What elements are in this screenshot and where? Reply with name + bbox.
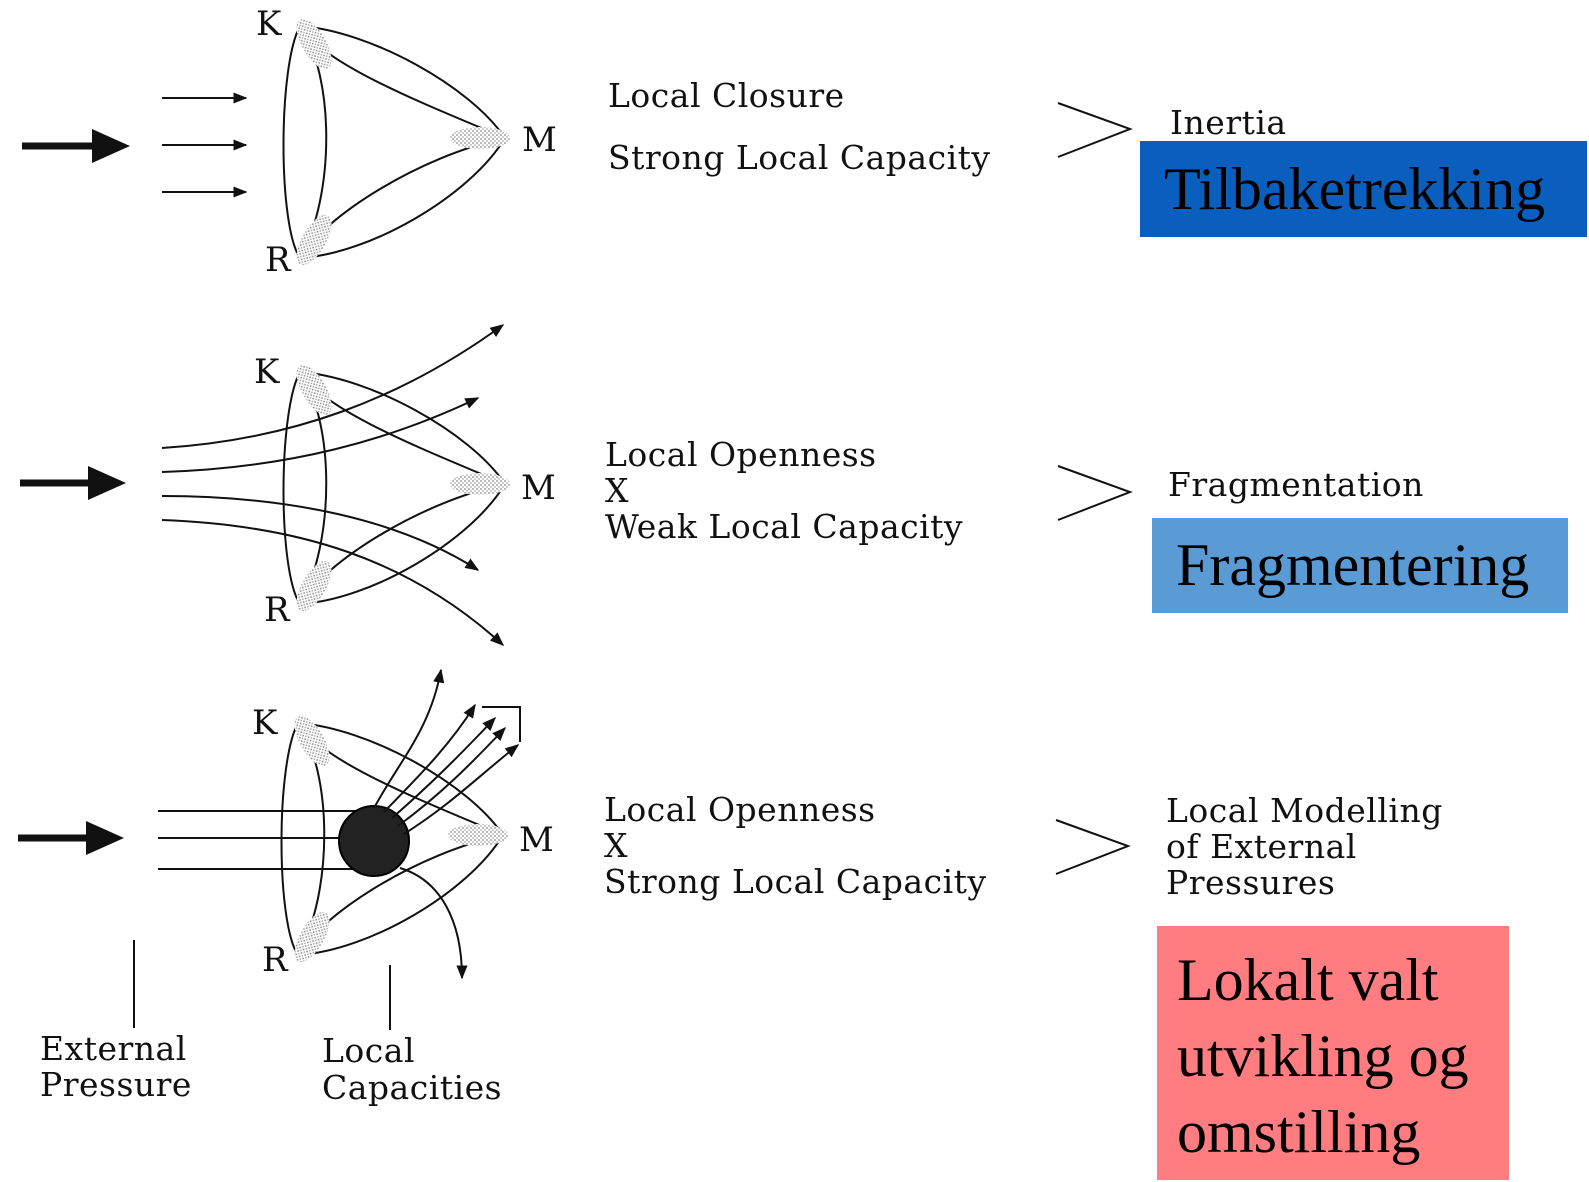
row1-outcome: Inertia (1170, 103, 1287, 142)
row3-node-r: R (262, 940, 288, 980)
external-pressure-label-line1: External (40, 1029, 187, 1068)
row1-node-r: R (265, 240, 291, 280)
row2-node-r: R (264, 590, 290, 630)
row3-implies-sign (1055, 819, 1131, 875)
local-capacities-label-line2: Capacities (322, 1068, 503, 1107)
row1-norwegian-box: Tilbaketrekking (1140, 141, 1587, 237)
row2-condition-line1: Local Openness (605, 435, 877, 474)
row3-node-k: K (252, 703, 278, 743)
row3-outcome-line2: of External (1166, 827, 1357, 866)
row3-condition-line1: Local Openness (604, 790, 876, 829)
row3-outcome-line1: Local Modelling (1166, 791, 1443, 830)
row3-pressure-arrows (18, 810, 360, 870)
row2-node-k: K (254, 352, 280, 392)
row1-pressure-arrows (22, 92, 248, 198)
row2-condition-line2: X (605, 471, 629, 510)
row2-condition-line3: Weak Local Capacity (605, 507, 964, 546)
row3-local-capacity-core (338, 668, 521, 980)
row1-triad (282, 12, 511, 272)
row3-outcome-line3: Pressures (1166, 863, 1336, 902)
local-capacities-label-line1: Local (322, 1031, 415, 1070)
row3-norwegian-line3: omstilling (1177, 1099, 1421, 1165)
external-pressure-label-line2: Pressure (40, 1065, 192, 1104)
row3-norwegian-line1: Lokalt valt (1177, 947, 1439, 1013)
row1-implies-sign (1057, 102, 1133, 158)
row2-outcome: Fragmentation (1168, 465, 1424, 504)
row1-node-k: K (256, 4, 282, 44)
row2-pressure-arrows (20, 324, 505, 646)
row3-node-m: M (519, 820, 554, 860)
row3-norwegian-line2: utvikling og (1177, 1023, 1469, 1089)
row1-node-m: M (522, 120, 557, 160)
row2-norwegian-box: Fragmentering (1152, 518, 1568, 613)
row2-node-m: M (521, 468, 556, 508)
row3-condition-line3: Strong Local Capacity (604, 862, 987, 901)
row1-condition-line2: Strong Local Capacity (608, 138, 991, 177)
row2-implies-sign (1057, 465, 1133, 521)
row3-condition-line2: X (604, 826, 628, 865)
row1-condition-line1: Local Closure (608, 76, 845, 115)
row3-norwegian-box: Lokalt valt utvikling og omstilling (1157, 926, 1509, 1180)
